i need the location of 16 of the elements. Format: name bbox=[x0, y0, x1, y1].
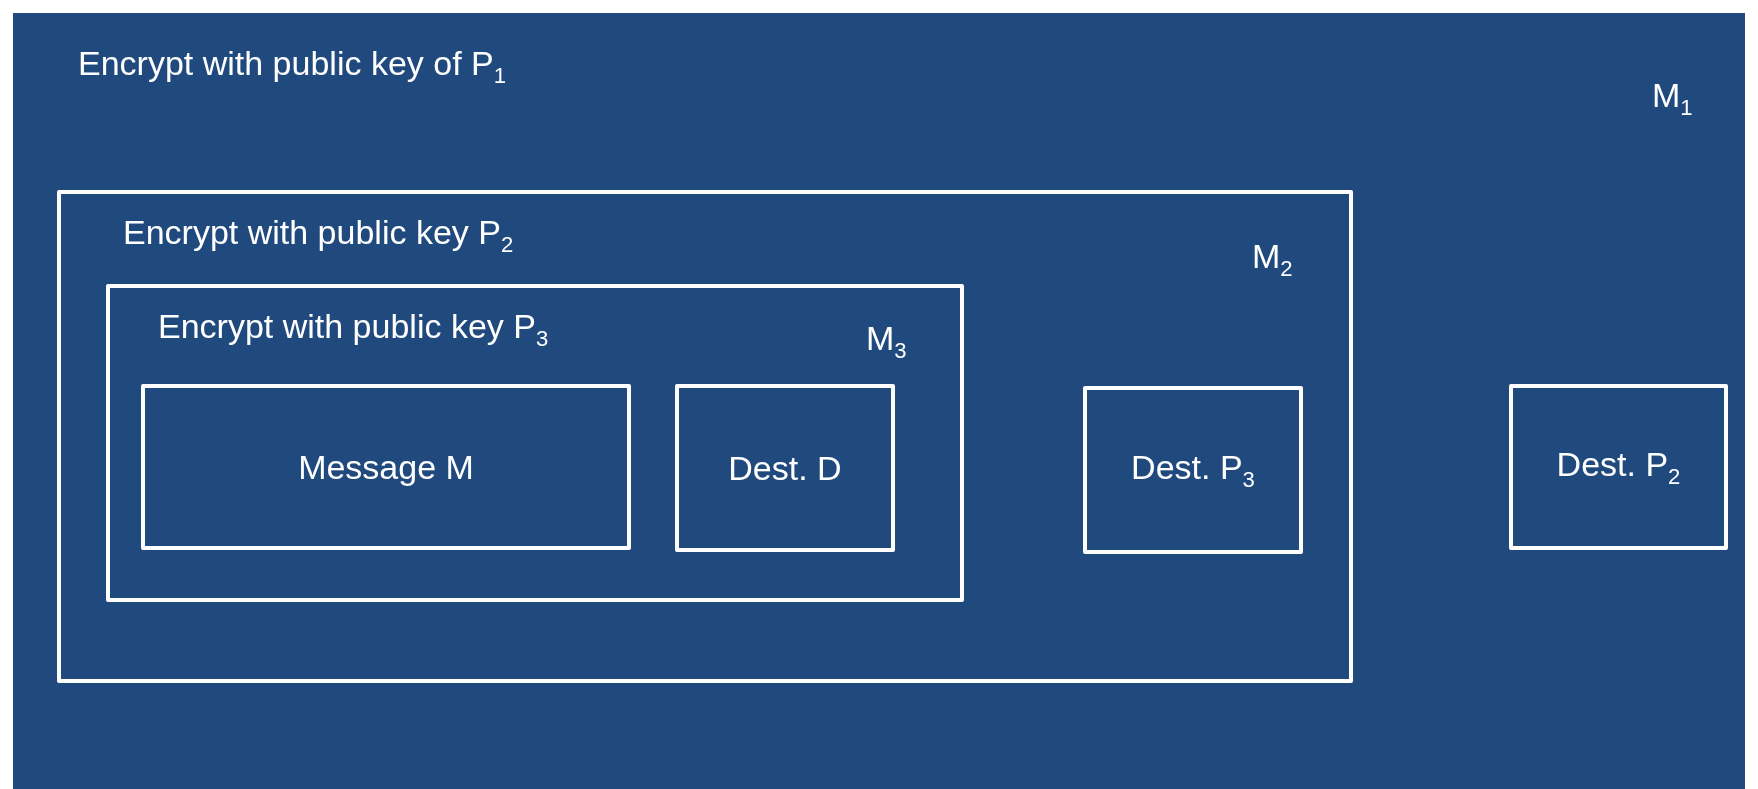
message-label: M$_{3}$ bbox=[866, 318, 907, 365]
box-label: Dest. P$_{2}$ bbox=[1556, 443, 1681, 491]
box-label: Message M bbox=[298, 446, 474, 488]
container-box bbox=[106, 284, 964, 602]
message-box bbox=[1083, 386, 1303, 554]
message-label: M$_{1}$ bbox=[1652, 75, 1693, 122]
box-label: Dest. P$_{3}$ bbox=[1131, 446, 1255, 494]
box-label: Dest. D bbox=[728, 447, 842, 489]
box-title: Encrypt with public key P$_{3}$ bbox=[158, 306, 549, 353]
box-title: Encrypt with public key of P$_{1}$ bbox=[78, 43, 507, 90]
message-box bbox=[675, 384, 895, 552]
message-box bbox=[1509, 384, 1728, 550]
message-label: M$_{2}$ bbox=[1252, 236, 1293, 283]
message-box bbox=[141, 384, 631, 550]
box-title: Encrypt with public key P$_{2}$ bbox=[123, 212, 514, 259]
container-box bbox=[57, 190, 1353, 683]
